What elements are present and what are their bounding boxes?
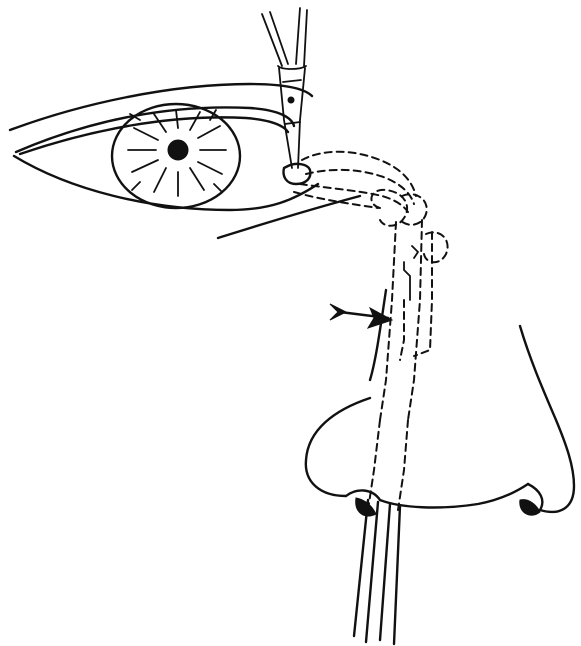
- tube-line-1: [354, 500, 368, 636]
- probe-segment: [404, 262, 410, 300]
- nasolacrimal-duct: [368, 220, 432, 510]
- forceps-shaft-left: [279, 68, 292, 168]
- duct-mid-line: [400, 300, 404, 360]
- duct-lower-right: [398, 420, 408, 510]
- arrow-fletching: [330, 304, 346, 320]
- nose-bridge-left: [370, 290, 386, 380]
- nose: [306, 290, 574, 516]
- pupil: [168, 140, 188, 160]
- eye: [10, 84, 360, 238]
- knot-loop-3: [424, 232, 448, 262]
- lacrimal-sac-knot: [371, 190, 447, 262]
- nostril-rim-left: [346, 490, 380, 500]
- tube-line-4: [394, 506, 400, 644]
- forceps-right-blade-inner: [296, 8, 300, 64]
- forceps-shaft-right: [298, 68, 305, 168]
- nostril-right: [520, 500, 540, 516]
- upper-canaliculus: [302, 152, 416, 196]
- lower-eyelid: [14, 156, 318, 210]
- nose-base: [380, 484, 528, 507]
- forceps-band-1: [283, 80, 301, 82]
- tube-line-2: [366, 502, 378, 642]
- forceps-instrument: [262, 8, 310, 184]
- silicone-tube: [354, 500, 400, 644]
- forceps-pivot: [288, 97, 294, 103]
- tube-line-3: [380, 504, 390, 640]
- probe-tip-detail: [412, 246, 418, 258]
- lacrimal-canaliculi: [294, 152, 416, 212]
- nose-ala-left: [306, 398, 370, 496]
- cheek-contour: [218, 196, 360, 238]
- forceps-right-blade-outer: [304, 10, 307, 66]
- lower-canaliculus-inner: [294, 192, 378, 208]
